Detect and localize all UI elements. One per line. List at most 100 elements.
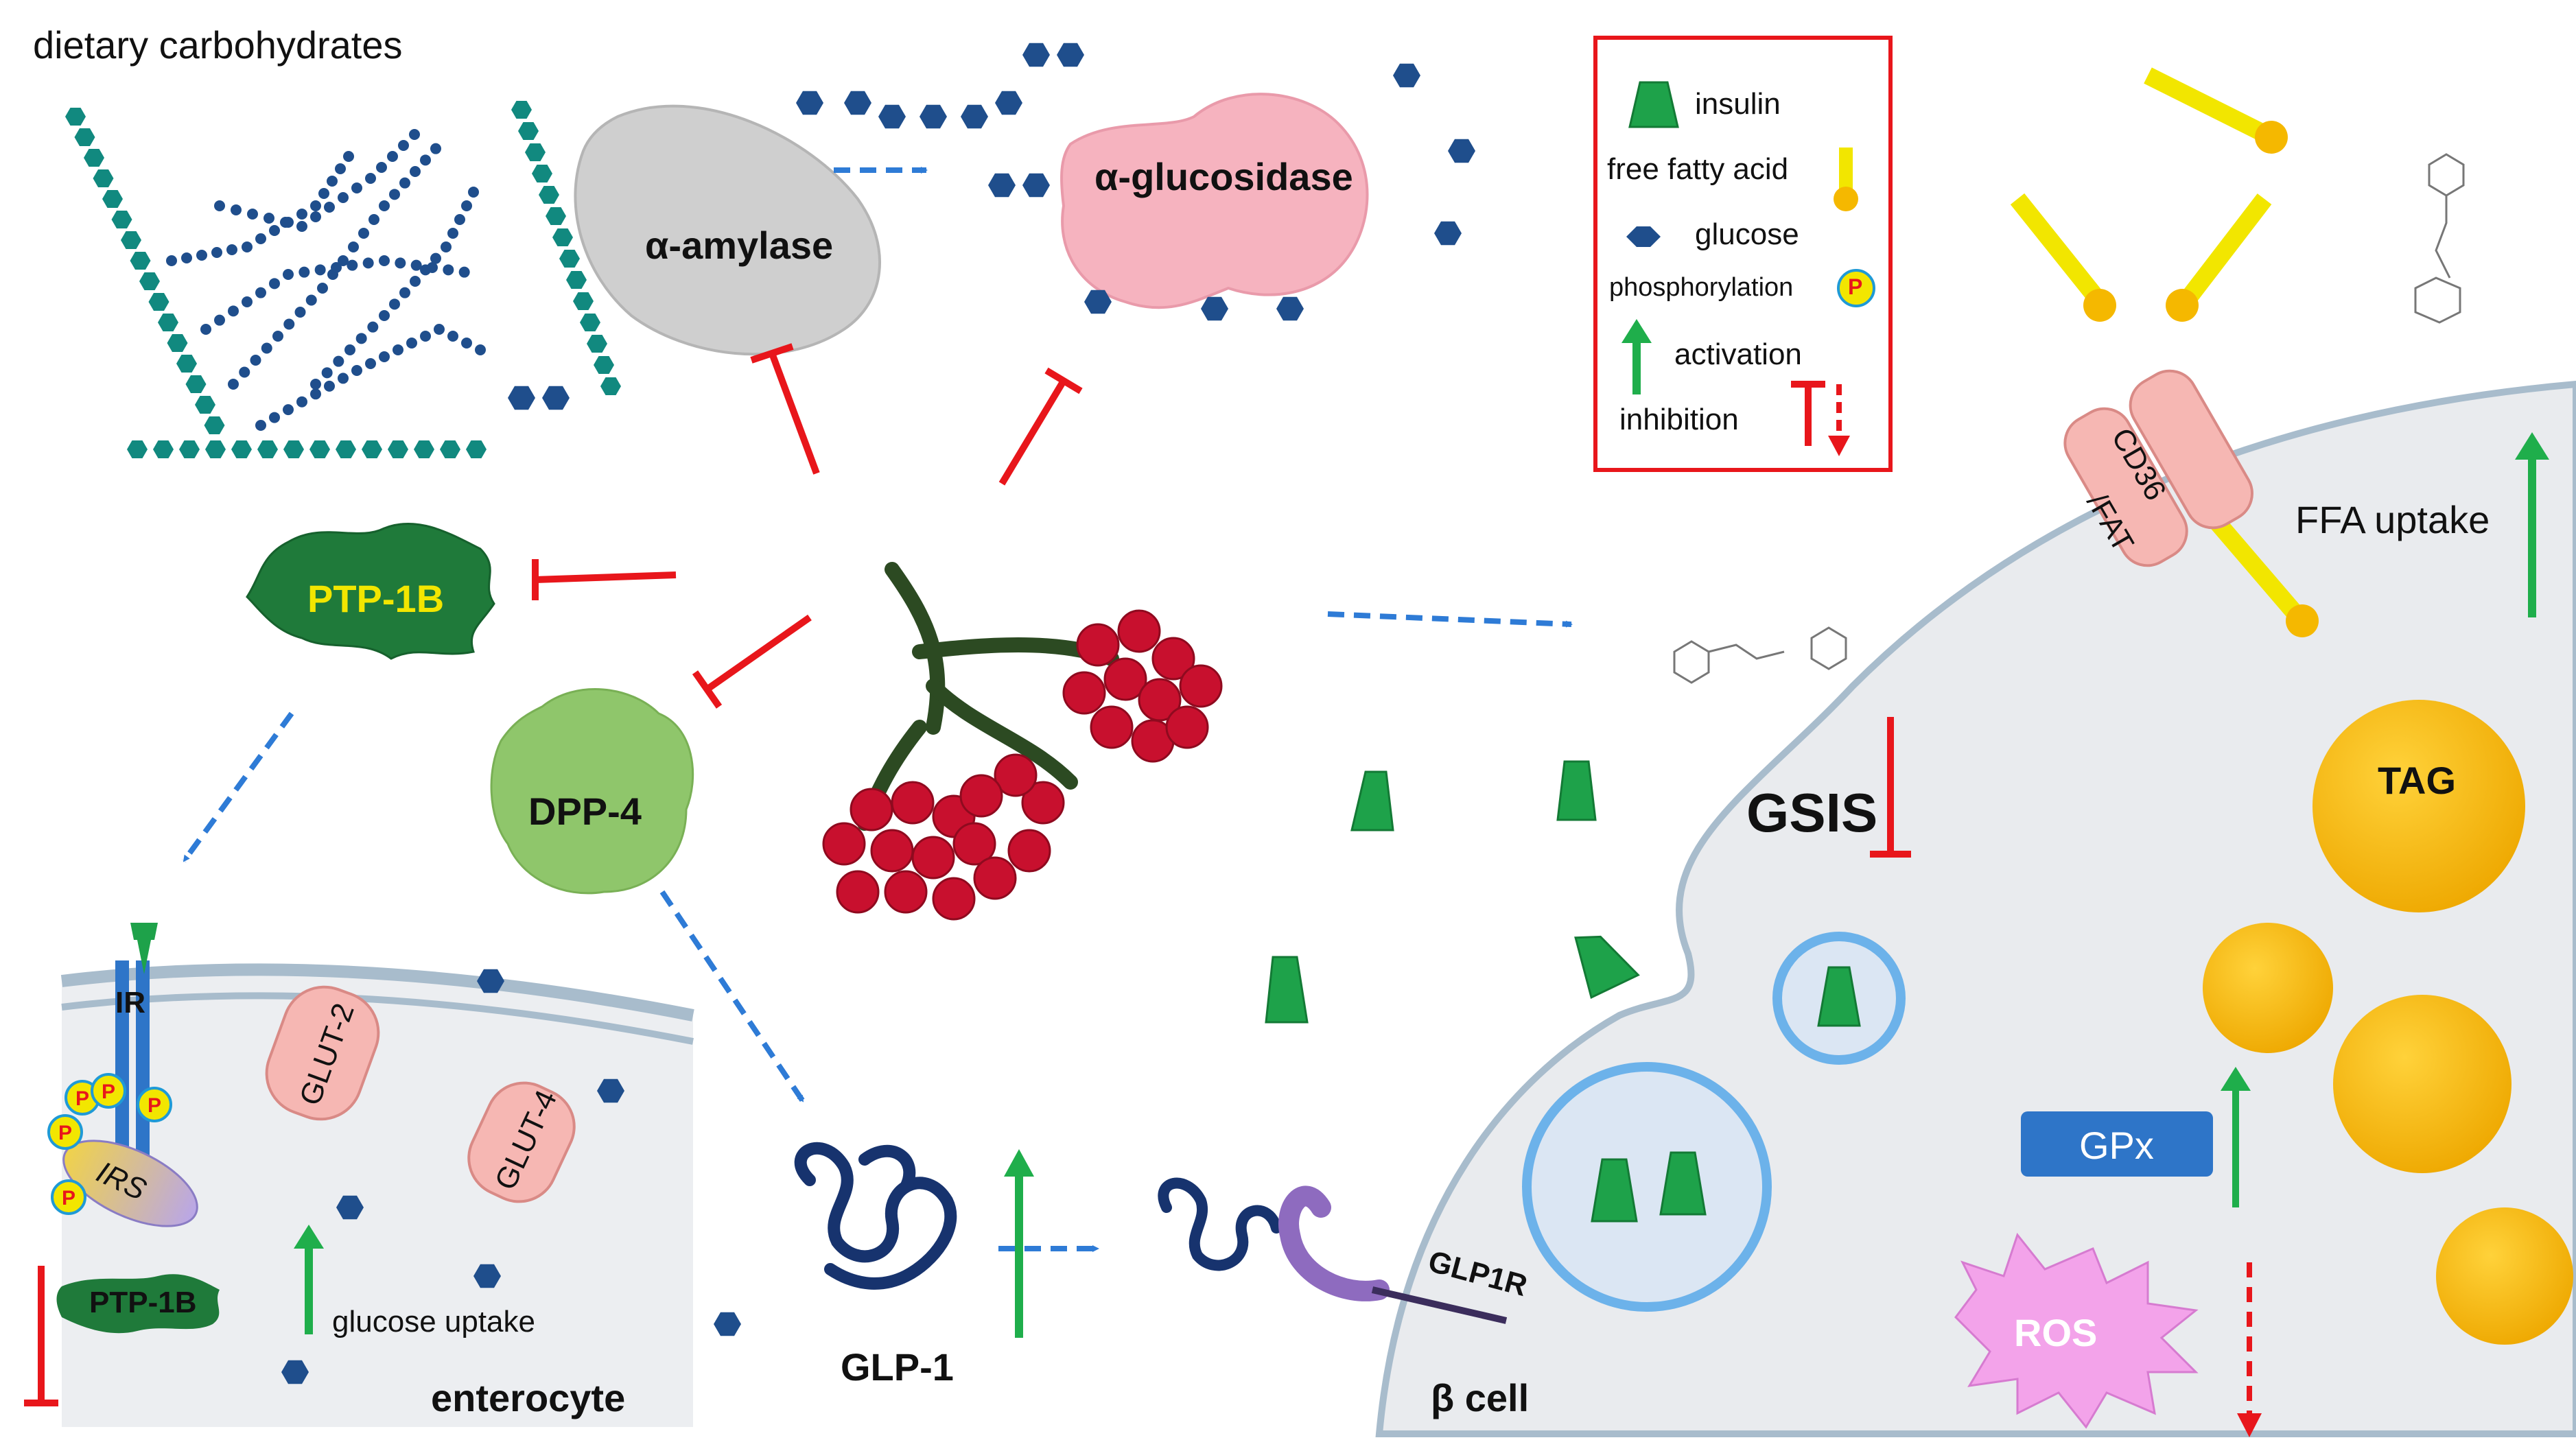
glucose-unit: [358, 228, 369, 239]
glucose-molecule: [597, 1078, 624, 1103]
berry: [1138, 678, 1182, 722]
glucose-unit: [475, 344, 486, 355]
glucose-unit: [283, 217, 294, 228]
berry: [1021, 781, 1065, 825]
glucose-unit: [324, 202, 335, 213]
glucose-molecule: [542, 386, 570, 410]
starch-unit: [179, 440, 200, 458]
glucose-unit: [310, 388, 321, 400]
starch-unit: [74, 128, 95, 146]
glucose-unit: [255, 287, 266, 298]
glucose-unit: [410, 166, 421, 177]
berry: [994, 753, 1038, 797]
ros-label: ROS: [2014, 1311, 2098, 1354]
starch-unit: [466, 440, 487, 458]
ir-label: IR: [115, 986, 145, 1019]
berry: [1165, 705, 1209, 749]
glucose-unit: [406, 338, 417, 349]
glucose-unit: [296, 221, 307, 232]
glucose-unit: [214, 200, 225, 211]
glucose-unit: [367, 321, 379, 333]
berry: [1117, 609, 1161, 653]
glucose-unit: [296, 209, 307, 220]
glucose-unit: [441, 241, 452, 252]
glucose-unit: [264, 213, 274, 224]
glucose-unit: [335, 163, 346, 174]
starch-unit: [388, 440, 408, 458]
berry: [932, 877, 976, 921]
glucose-unit: [368, 214, 379, 225]
phosphorylation-badge: [137, 1087, 172, 1122]
glucose-molecule: [508, 386, 535, 410]
starch-unit: [440, 440, 460, 458]
starch-unit: [93, 169, 114, 187]
glucose-unit: [338, 373, 349, 384]
amylase-enzyme: [574, 104, 882, 356]
starch-unit: [283, 440, 304, 458]
gpx-activation-arrow: [2221, 1067, 2251, 1207]
glucose-molecule: [961, 104, 988, 129]
glucose-unit: [344, 344, 355, 355]
starch-unit: [566, 271, 587, 289]
starch-unit: [231, 440, 252, 458]
glucose-unit: [343, 151, 354, 162]
starch-unit: [532, 165, 552, 182]
starch-chains: [65, 101, 621, 458]
starch-unit: [167, 334, 188, 352]
glucose-molecule: [1057, 43, 1084, 67]
phosphorylation-badge: [51, 1179, 86, 1215]
glucose-unit: [409, 129, 420, 140]
ptp1b-enzyme: [246, 522, 495, 660]
glucose-unit: [298, 266, 310, 278]
berry: [1076, 623, 1120, 667]
starch-unit: [587, 335, 607, 353]
starch-unit: [65, 108, 86, 126]
starch-unit: [139, 272, 160, 290]
starch-unit: [84, 149, 104, 167]
glucose-unit: [458, 266, 470, 278]
lipid-droplets: [2203, 700, 2573, 1345]
ptp1b-cell-label: PTP-1B: [89, 1286, 197, 1319]
starch-unit: [546, 207, 566, 225]
berry: [952, 822, 996, 866]
glucose-unit: [420, 154, 431, 166]
amylopectin-branches: [166, 129, 486, 431]
starch-unit: [204, 416, 225, 434]
glucose-unit: [200, 324, 211, 335]
glucose-unit: [399, 287, 410, 298]
glucose-unit: [181, 252, 192, 263]
glucosidase-enzyme: [1060, 93, 1369, 309]
glucose-unit: [395, 257, 406, 269]
glucose-molecule: [477, 969, 504, 993]
glucose-molecule: [336, 1195, 364, 1220]
starch-unit: [195, 396, 215, 414]
dietary-label: dietary carbohydrates: [33, 23, 403, 67]
glucose-unit: [296, 396, 307, 408]
berry-cluster: [822, 562, 1223, 921]
berry: [891, 781, 935, 825]
tag-label: TAG: [2378, 759, 2457, 802]
glucose-unit: [231, 204, 242, 215]
glucose-unit: [242, 296, 253, 307]
glucose-unit: [314, 264, 326, 276]
glucose-uptake-label: glucose uptake: [332, 1305, 535, 1338]
berry: [1151, 637, 1195, 681]
glucose-unit: [327, 176, 338, 187]
glucose-unit: [410, 259, 422, 271]
starch-unit: [511, 101, 532, 119]
glucose-unit: [355, 333, 367, 344]
legend-activation-label: activation: [1674, 338, 1802, 371]
ptp1b-cell-enzyme: [56, 1274, 220, 1334]
glp1-peptide: [794, 1142, 957, 1290]
glucosidase-label: α-glucosidase: [1094, 155, 1353, 198]
gsis-inhibition-arrow: [1870, 717, 1911, 858]
glucose-unit: [389, 298, 400, 310]
glucose-unit: [269, 278, 280, 290]
berry: [1090, 705, 1134, 749]
legend-insulin-icon: [1628, 81, 1679, 128]
glucose-unit: [318, 188, 329, 199]
glucose-unit: [283, 269, 294, 280]
berry: [870, 829, 914, 873]
gsis-label: GSIS: [1746, 782, 1878, 843]
